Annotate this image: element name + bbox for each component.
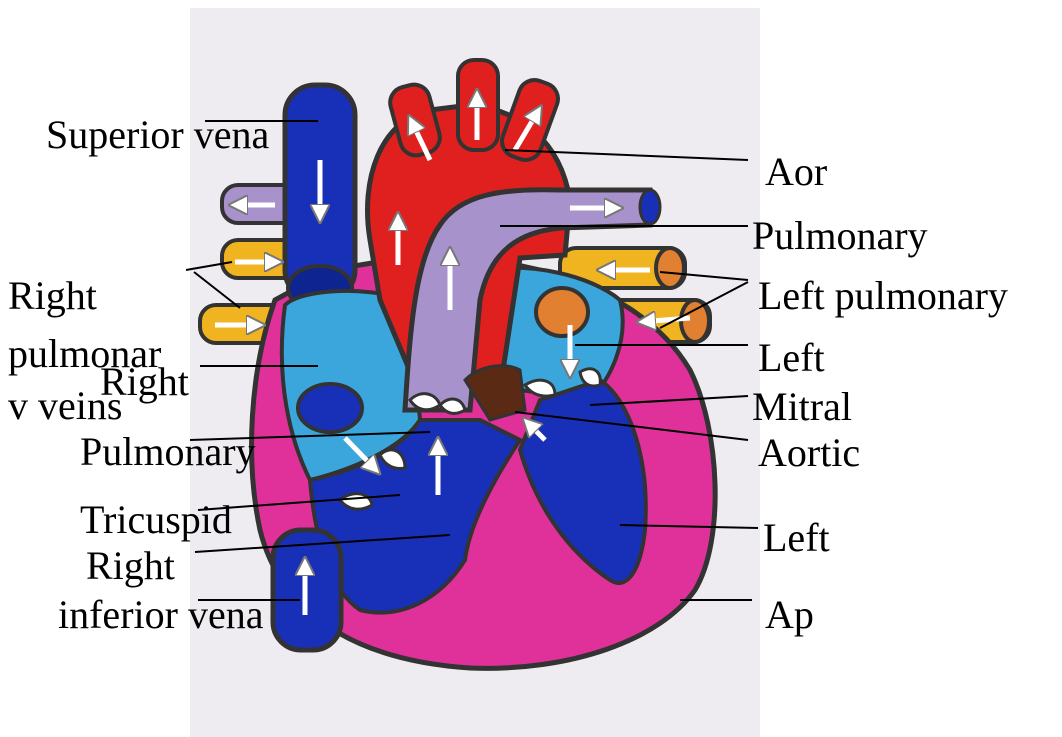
label-left-ventricle: Left: [763, 518, 830, 558]
label-aorta: Aor: [765, 152, 827, 192]
label-left-atrium: Left: [758, 338, 825, 378]
label-mitral-valve: Mitral: [752, 387, 852, 427]
label-pulmonary-artery: Pulmonary: [752, 216, 928, 256]
label-tricuspid-valve: Tricuspid: [80, 500, 232, 540]
label-apex: Ap: [765, 595, 814, 635]
label-inferior-vena: inferior vena: [58, 595, 263, 635]
label-left-pulmonary-veins: Left pulmonary: [758, 276, 1008, 316]
label-aortic-valve: Aortic: [758, 433, 860, 473]
label-pulmonary-valve: Pulmonary: [80, 432, 256, 472]
label-superior-vena: Superior vena: [46, 115, 269, 155]
label-right-pulmonary-line1: Right: [8, 276, 97, 316]
label-right-atrium: Right: [100, 362, 189, 402]
label-right-ventricle: Right: [86, 546, 175, 586]
